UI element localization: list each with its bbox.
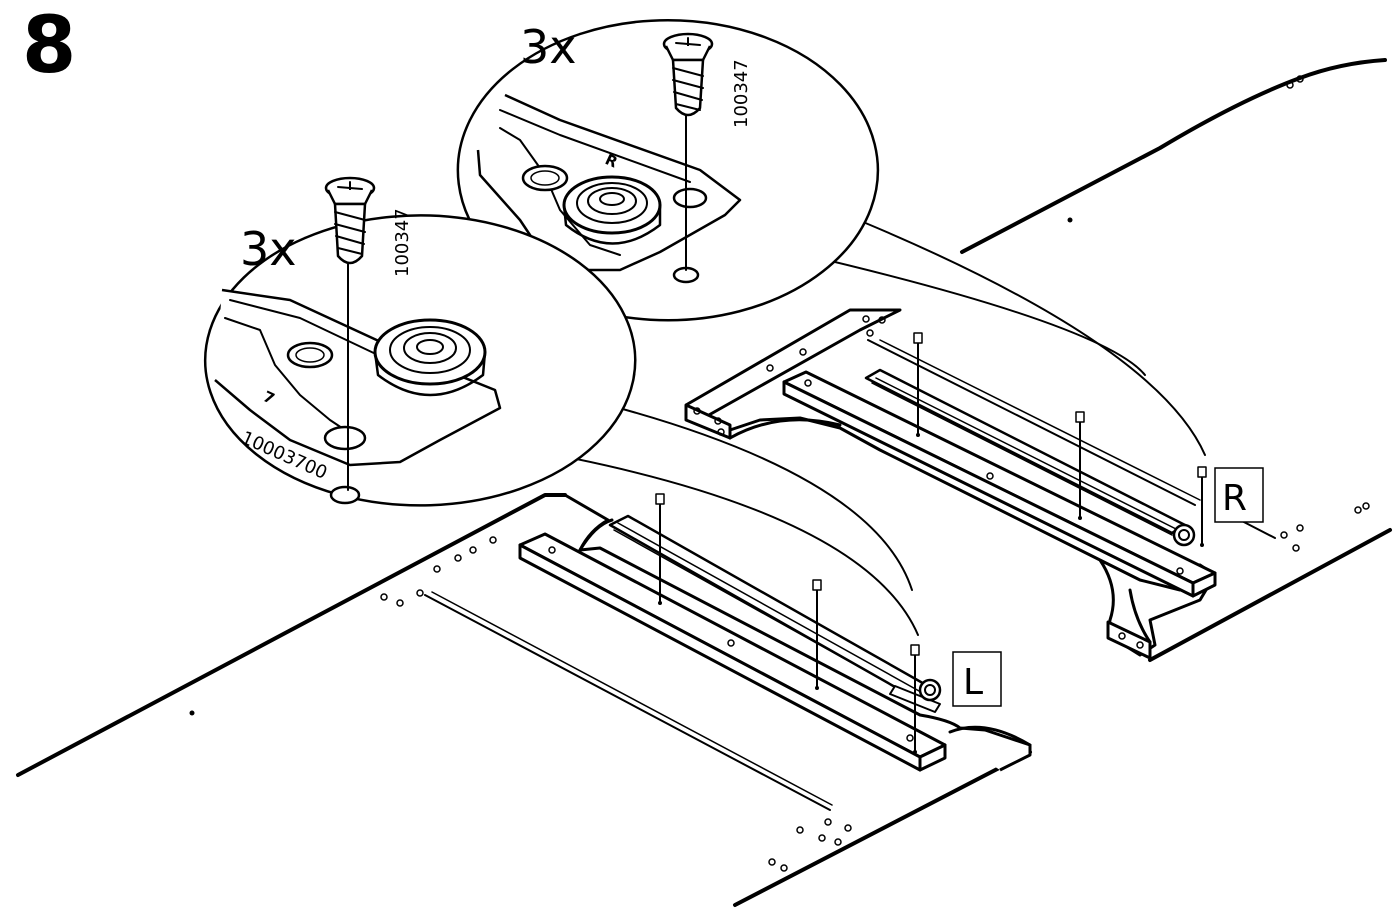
- detail-callout-left: 7: [203, 176, 919, 636]
- label-r: R: [1222, 478, 1247, 519]
- right-panel: [960, 58, 1392, 662]
- label-l-box: L: [952, 651, 1002, 707]
- right-wooden-bar: [782, 370, 1217, 598]
- quantity-right: 3x: [520, 20, 577, 74]
- label-r-box: R: [1214, 467, 1264, 523]
- screw-part-number-left: 100347: [392, 208, 413, 277]
- step-number: 8: [22, 1, 76, 91]
- right-end-block: [684, 308, 1217, 660]
- screw-icon-right: [662, 32, 714, 117]
- screw-icon-left: [324, 176, 376, 265]
- quantity-left: 3x: [240, 222, 297, 276]
- screw-part-number-right: 100347: [731, 59, 752, 128]
- left-wooden-bar: [518, 532, 947, 772]
- label-l: L: [963, 662, 983, 703]
- detail-callout-right: R: [456, 19, 1206, 456]
- left-screws: [655, 493, 920, 754]
- right-screws: [913, 332, 1207, 547]
- right-rail: [864, 339, 1201, 547]
- left-end-block: [564, 493, 1032, 772]
- left-panel: [16, 493, 1032, 907]
